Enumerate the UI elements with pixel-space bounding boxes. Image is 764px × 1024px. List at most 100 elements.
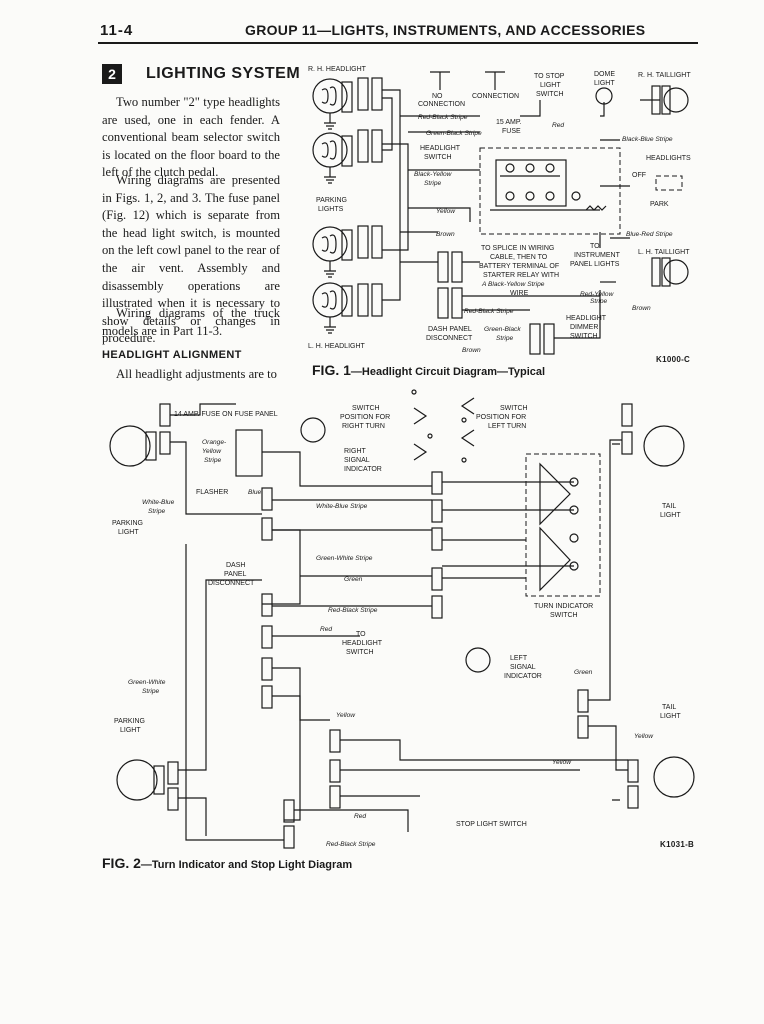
fig2-label-green: Green: [344, 576, 363, 583]
fig1-wire-brown: Brown: [436, 231, 455, 238]
fig2-label-li-1: LEFT: [510, 655, 528, 662]
fig1-label-stop-1: TO STOP: [534, 73, 565, 80]
fig1-wire-green-black: Green-Black Stripe: [426, 130, 482, 137]
fig1-label-splice-2: CABLE, THEN TO: [490, 254, 548, 261]
paragraph-wiring-diagrams: Wiring diagrams are presented in Figs. 1…: [102, 173, 280, 346]
fig2-label-tail-2b: LIGHT: [660, 713, 681, 720]
fig1-label-dimmer-2: DIMMER: [570, 324, 598, 331]
fig1-label-park: PARK: [650, 201, 669, 208]
fig1-wire-brown-2: Brown: [632, 305, 651, 312]
fig2-caption-prefix: FIG. 2: [102, 855, 141, 871]
fig2-label-oy-1: Orange-: [202, 439, 227, 446]
fig1-label-rh-headlight: R. H. HEADLIGHT: [308, 66, 367, 73]
fig2-labels: 14 AMP. FUSE ON FUSE PANEL SWITCH POSITI…: [112, 405, 681, 848]
fig2-label-ths-2: HEADLIGHT: [342, 640, 383, 647]
headlight-switch-contacts: [490, 159, 607, 211]
fig2-lamps: [109, 403, 695, 811]
fig2-switch-position-glyphs: [411, 389, 475, 463]
fig1-label-dome-2: LIGHT: [594, 80, 615, 87]
fig2-connectors: [261, 471, 589, 849]
fig2-label-li-3: INDICATOR: [504, 673, 542, 680]
fig2-label-sr-3: RIGHT TURN: [342, 423, 385, 430]
park-light-icon: [655, 175, 683, 191]
fig1-wires: [382, 71, 660, 339]
fig1-wire-green-black-2a: Green-Black: [484, 326, 521, 333]
dome-light-icon: [595, 87, 613, 105]
fig2-label-dpd-1: DASH: [226, 562, 245, 569]
fig2-label-pl2-2: LIGHT: [120, 727, 141, 734]
fig1-label-instr-2: INSTRUMENT: [574, 252, 621, 259]
fig1-label-headlights: HEADLIGHTS: [646, 155, 691, 162]
fig2-label-pl-2: LIGHT: [118, 529, 139, 536]
fig2-label-ths-3: SWITCH: [346, 649, 374, 656]
fig2-label-ri-3: INDICATOR: [344, 466, 382, 473]
fig1-label-lh-taillight: L. H. TAILLIGHT: [638, 249, 690, 256]
rh-headlight-icon: [312, 78, 353, 114]
fig1-wire-black-yellow-1: Black-Yellow: [414, 171, 453, 178]
fig1-caption: FIG. 1—Headlight Circuit Diagram—Typical: [312, 362, 545, 378]
fig1-label-dimmer-1: HEADLIGHT: [566, 315, 607, 322]
fig1-label-off: OFF: [632, 172, 646, 179]
fig1-label-splice-3: BATTERY TERMINAL OF: [479, 263, 559, 270]
fig1-wire-blue-red: Blue-Red Stripe: [626, 231, 673, 238]
headlight-switch-box: [479, 147, 621, 235]
fig2-label-sl-1: SWITCH: [500, 405, 528, 412]
fig2-label-rb: Red-Black Stripe: [328, 607, 378, 614]
fig1-label-splice-6: WIRE: [510, 290, 529, 297]
fig2-label-red-2: Red: [354, 813, 366, 820]
group-title: GROUP 11—LIGHTS, INSTRUMENTS, AND ACCESS…: [245, 22, 646, 38]
fig1-label-no-2: CONNECTION: [418, 101, 465, 108]
fig1-label-instr-3: PANEL LIGHTS: [570, 261, 620, 268]
fig2-label-li-2: SIGNAL: [510, 664, 536, 671]
paragraph-truck-models: Wiring diagrams of the truck models are …: [102, 306, 280, 338]
paragraph-headlights: Two number "2" type headlights are used,…: [102, 95, 280, 180]
fig2-label-yellow-2: Yellow: [552, 759, 572, 766]
fig1-wire-black-blue: Black-Blue Stripe: [622, 136, 673, 143]
fig2-label-tail-2a: TAIL: [662, 704, 676, 711]
fig2-turn-switch-box: [525, 453, 601, 597]
fig1-label-dimmer-3: SWITCH: [570, 333, 598, 340]
fig1-wire-yellow: Yellow: [436, 208, 456, 215]
fig1-label-splice-1: TO SPLICE IN WIRING: [481, 245, 554, 252]
fig1-label-parking-lights-2: LIGHTS: [318, 206, 344, 213]
fig2-label-wb-3: White-Blue Stripe: [316, 503, 368, 510]
fig2-label-gw: Green-White Stripe: [316, 555, 373, 562]
fig1-label-dpd-2: DISCONNECT: [426, 335, 473, 342]
fig1-connectors-left: [357, 77, 555, 355]
fig1-label-parking-lights-1: PARKING: [316, 197, 347, 204]
fig1-grounds: [324, 113, 336, 334]
fig1-caption-text: —Headlight Circuit Diagram—Typical: [350, 366, 546, 378]
fig1-label-instr-1: TO: [590, 243, 600, 250]
fig2-label-ths-1: TO: [356, 631, 366, 638]
fig2-label-fuse14: 14 AMP. FUSE ON FUSE PANEL: [174, 411, 278, 418]
fig1-label-splice-4: STARTER RELAY WITH: [483, 272, 559, 279]
fig2-label-sr-1: SWITCH: [352, 405, 380, 412]
fig1-wire-red-black-2: Red-Black Stripe: [464, 308, 514, 315]
fig1-wire-green-black-2b: Stripe: [496, 335, 514, 342]
page-number: 11-4: [100, 22, 134, 39]
fig2-parking-light-upper-icon: [109, 403, 171, 467]
fig1-ref-code: K1000-C: [656, 355, 691, 364]
rh-parking-light-icon: [312, 132, 353, 168]
fig2-caption-text: —Turn Indicator and Stop Light Diagram: [140, 859, 353, 871]
fig1-label-rh-taillight: R. H. TAILLIGHT: [638, 72, 691, 79]
fig2-label-flasher: FLASHER: [196, 489, 228, 496]
fig2-label-tail-1a: TAIL: [662, 503, 676, 510]
fig1-label-stop-3: SWITCH: [536, 91, 564, 98]
fig2-label-ri-2: SIGNAL: [344, 457, 370, 464]
fig2-label-dpd-2: PANEL: [224, 571, 247, 578]
fig2-label-ri-1: RIGHT: [344, 448, 367, 455]
fig1-label-connection: CONNECTION: [472, 93, 519, 100]
fig2-parking-light-lower-icon: [116, 759, 179, 811]
fig1-label-splice-5: A Black-Yellow Stripe: [481, 281, 545, 288]
fig1-label-hs-1: HEADLIGHT: [420, 145, 461, 152]
fig2-label-sl-2: POSITION FOR: [476, 414, 526, 421]
fig2-label-pl-1: PARKING: [112, 520, 143, 527]
lh-taillight-icon: [651, 257, 689, 287]
fig2-label-gw2-2: Stripe: [142, 688, 160, 695]
fig1-label-fuse-1: 15 AMP.: [496, 119, 522, 126]
fig1-label-lh-headlight: L. H. HEADLIGHT: [308, 343, 366, 350]
fig2-label-rb-2: Red-Black Stripe: [326, 841, 376, 848]
fig2-label-wb-2: Stripe: [148, 508, 166, 515]
